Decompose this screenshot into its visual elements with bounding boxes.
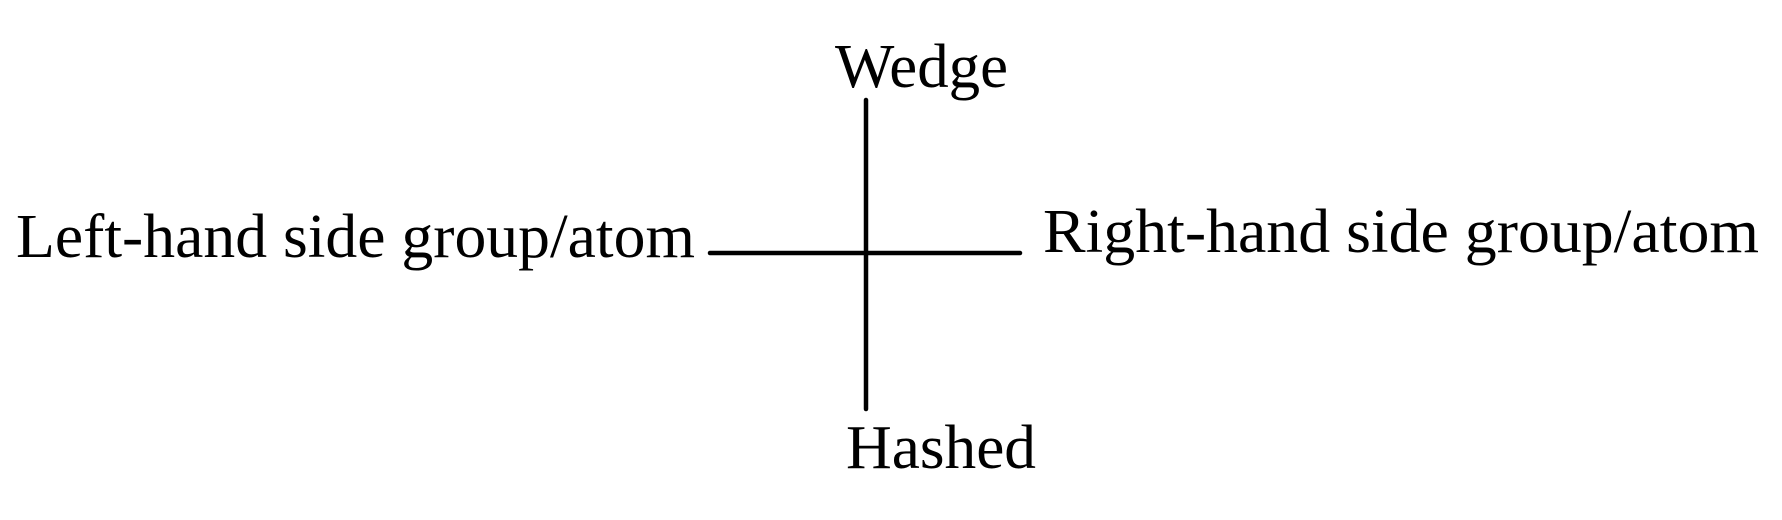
top-label-wedge: Wedge <box>835 33 1008 101</box>
right-label: Right-hand side group/atom <box>1043 198 1759 266</box>
left-label: Left-hand side group/atom <box>16 203 695 271</box>
bottom-label-hashed: Hashed <box>846 414 1036 482</box>
